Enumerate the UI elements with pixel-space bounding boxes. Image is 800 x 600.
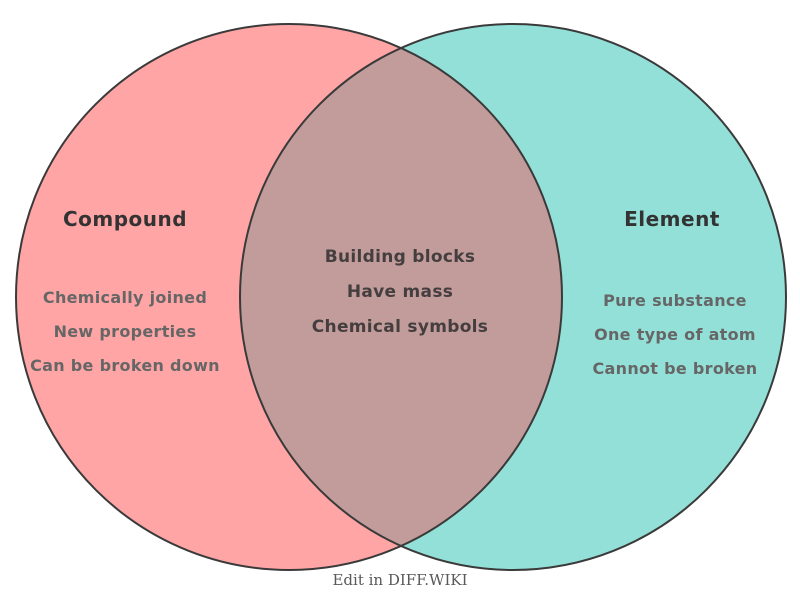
overlap-item: Building blocks (324, 247, 476, 267)
element-item: One type of atom (594, 325, 756, 344)
overlap-items: Building blocks Have mass Chemical symbo… (290, 240, 510, 345)
element-circle-outline (239, 23, 787, 571)
compound-title: Compound (62, 207, 188, 231)
element-title: Element (624, 207, 720, 231)
edit-in-diffwiki-link[interactable]: Edit in DIFF.WIKI (332, 571, 468, 589)
element-items: Pure substance One type of atom Cannot b… (565, 284, 785, 386)
compound-circle-outline (15, 23, 563, 571)
compound-item: Can be broken down (30, 356, 220, 375)
element-item: Pure substance (603, 291, 747, 310)
compound-items: Chemically joined New properties Can be … (15, 281, 235, 383)
element-item: Cannot be broken (592, 359, 758, 378)
compound-item: New properties (53, 322, 197, 341)
overlap-region (239, 48, 563, 546)
overlap-item: Have mass (346, 282, 454, 302)
compound-item: Chemically joined (42, 288, 208, 307)
overlap-item: Chemical symbols (311, 317, 489, 337)
